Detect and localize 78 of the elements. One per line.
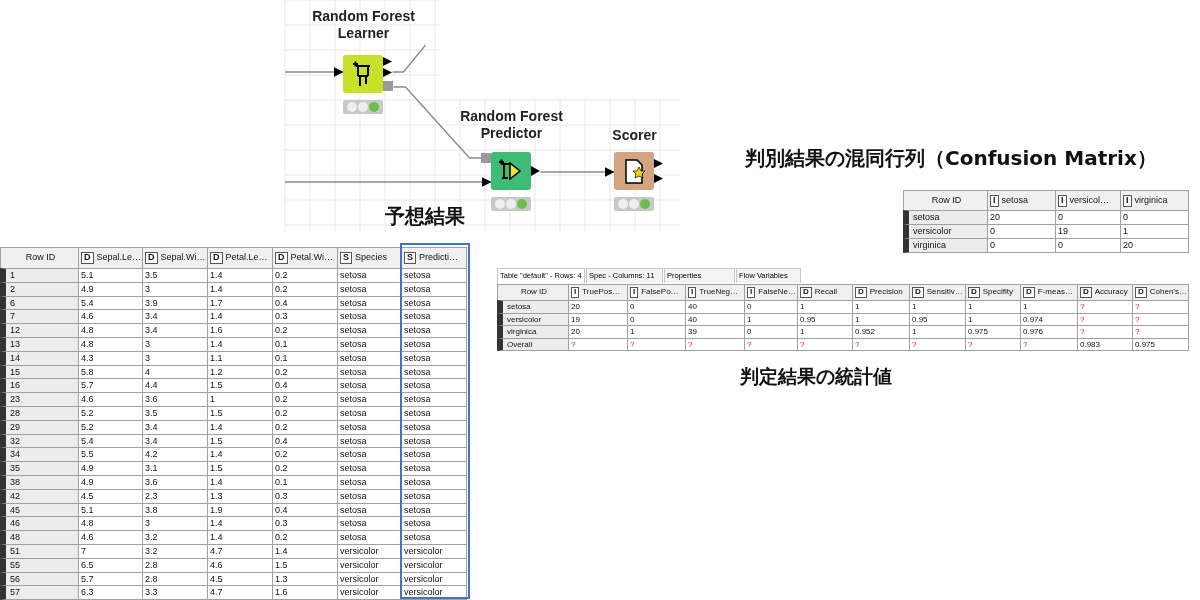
header-label: virginica xyxy=(1134,195,1168,205)
type-badge: I xyxy=(990,195,999,207)
header-label: Specifity xyxy=(982,287,1013,296)
type-badge: S xyxy=(340,252,352,264)
type-badge: D xyxy=(912,287,924,298)
row-header: 23 xyxy=(0,392,79,407)
header-cell: Row ID xyxy=(0,247,79,269)
table-cell: versicolor xyxy=(337,585,402,600)
type-badge: I xyxy=(688,287,697,298)
node-title: Random Forest Predictor xyxy=(459,108,564,142)
table-cell: ? xyxy=(1132,300,1189,314)
type-badge: D xyxy=(800,287,812,298)
header-label: Species xyxy=(355,252,388,262)
connector xyxy=(391,44,427,73)
header-label: Predicti… xyxy=(419,252,459,262)
row-header: 38 xyxy=(0,475,79,490)
type-badge: D xyxy=(1135,287,1147,298)
row-header: 12 xyxy=(0,323,79,338)
table-cell: setosa xyxy=(401,461,467,476)
header-label: Sepal.Le… xyxy=(96,252,142,262)
header-label: Cohen's… xyxy=(1149,287,1187,296)
table-cell: setosa xyxy=(401,406,467,421)
table-cell: setosa xyxy=(401,337,467,352)
type-badge: I xyxy=(630,287,639,298)
node-title: Scorer xyxy=(611,127,658,144)
type-badge: D xyxy=(210,252,223,264)
row-header: virginica xyxy=(903,238,988,253)
header-label: FalsePo… xyxy=(641,287,679,296)
connector xyxy=(284,177,493,187)
table-cell: 20 xyxy=(1120,238,1189,253)
section-heading: 判定結果の統計値 xyxy=(740,364,892,389)
header-label: F-meas… xyxy=(1037,287,1073,296)
row-header: 57 xyxy=(0,585,79,600)
table-cell: versicolor xyxy=(401,544,467,559)
type-badge: I xyxy=(1058,195,1067,207)
type-badge: D xyxy=(968,287,980,298)
row-header: 35 xyxy=(0,461,79,476)
header-label: Petal.Wi… xyxy=(290,252,333,262)
header-label: versicol… xyxy=(1069,195,1110,205)
type-badge: D xyxy=(1023,287,1035,298)
type-badge: D xyxy=(275,252,288,264)
table-cell: setosa xyxy=(401,323,467,338)
row-header: 28 xyxy=(0,406,79,421)
row-header: 13 xyxy=(0,337,79,352)
type-badge: S xyxy=(404,252,416,264)
table-cell: setosa xyxy=(401,475,467,490)
row-header: setosa xyxy=(497,300,569,314)
connector xyxy=(284,67,345,77)
header-label: Sepal.Wi… xyxy=(160,252,206,262)
type-badge: D xyxy=(145,252,158,264)
type-badge: D xyxy=(1080,287,1092,298)
header-label: setosa xyxy=(1001,195,1029,205)
section-heading: 予想結果 xyxy=(385,203,465,230)
table-cell: setosa xyxy=(401,268,467,283)
row-header: virginica xyxy=(497,325,569,339)
row-header: 51 xyxy=(0,544,79,559)
row-header: 48 xyxy=(0,530,79,545)
table-cell: ? xyxy=(1132,325,1189,339)
header-label: TruePos… xyxy=(582,287,621,296)
table-cell: setosa xyxy=(401,530,467,545)
type-badge: D xyxy=(855,287,867,298)
type-badge: I xyxy=(571,287,580,298)
header-label: Petal.Le… xyxy=(225,252,268,262)
row-header: 1 xyxy=(0,268,79,283)
header-label: TrueNeg… xyxy=(699,287,739,296)
header-label: Precision xyxy=(869,287,903,296)
node-title: Random Forest Learner xyxy=(311,8,416,42)
section-heading: 判別結果の混同行列（Confusion Matrix） xyxy=(745,145,1157,172)
header-label: FalseNe… xyxy=(758,287,797,296)
header-label: Recall xyxy=(814,287,837,296)
connector xyxy=(539,167,616,177)
type-badge: D xyxy=(81,252,94,264)
table-cell: setosa xyxy=(401,392,467,407)
type-badge: I xyxy=(747,287,756,298)
header-label: Sensitiv… xyxy=(926,287,963,296)
type-badge: I xyxy=(1123,195,1132,207)
connector xyxy=(392,86,483,159)
header-label: Accuracy xyxy=(1094,287,1128,296)
